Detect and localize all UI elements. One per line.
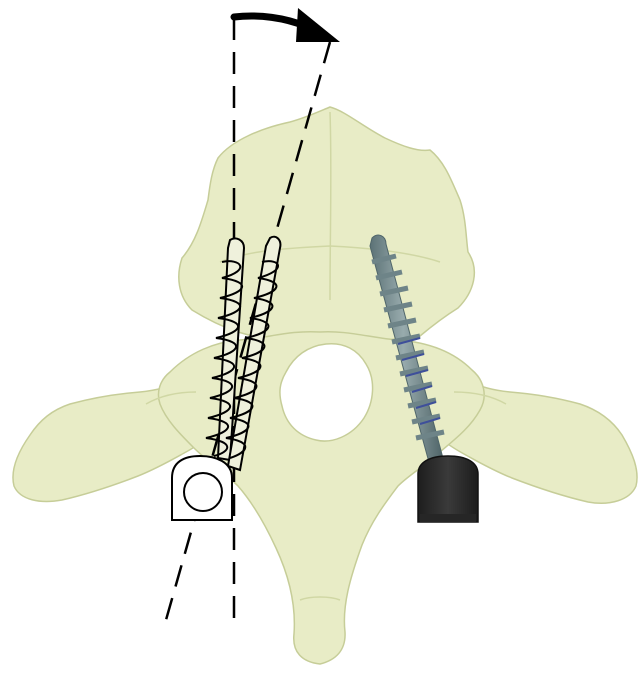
curved-arrow-icon [234,8,340,42]
bone-contour-2 [330,112,331,300]
planned-screw-head [172,456,232,520]
vertebra-bone [13,107,637,664]
vertebral-body [179,107,475,344]
implanted-screw-head [418,456,478,522]
